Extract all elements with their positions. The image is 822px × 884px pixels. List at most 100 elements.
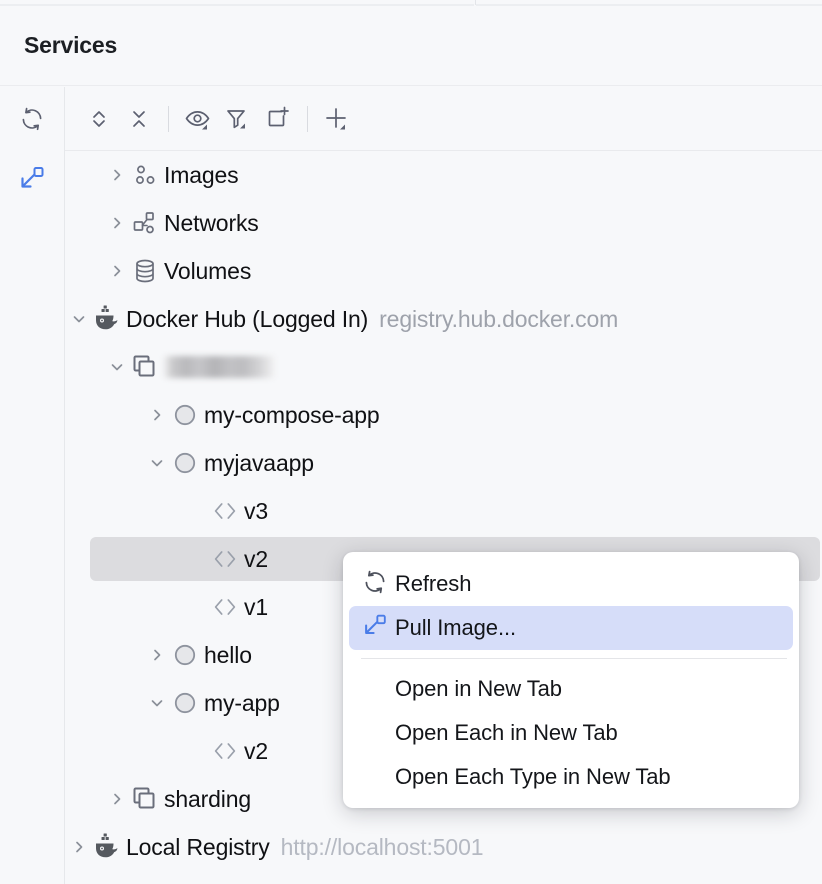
plus-icon [321,103,353,135]
tab-strip [0,0,822,6]
pull-image-gutter-button[interactable] [12,161,52,201]
tree-row-label: Networks [164,209,259,236]
collapse-all-icon [126,106,152,132]
tree-row-myjavaapp[interactable]: myjavaapp [66,439,822,487]
add-tab-button[interactable] [258,99,298,139]
tree-row-docker-hub[interactable]: Docker Hub (Logged In)registry.hub.docke… [66,295,822,343]
tree-row-content: myjavaapp [66,439,314,487]
tree-row-content: my-app [66,679,280,727]
chevron-down-icon[interactable] [104,343,130,391]
tree-row-hello[interactable]: hello [66,631,822,679]
tab-underline-right [476,4,822,6]
tree-row-myjavaapp-v3[interactable]: v3 [66,487,822,535]
chevron-right-icon[interactable] [144,391,170,439]
chevron-right-icon[interactable] [144,631,170,679]
chevron-down-icon[interactable] [66,295,92,343]
tree-row-networks[interactable]: Networks [66,199,822,247]
menu-item-open-each-in-new-tab[interactable]: Open Each in New Tab [349,711,793,755]
tree-row-label: Docker Hub (Logged In) [126,305,369,332]
tree-row-label: Local Registry [126,833,270,860]
tree-row-content: Networks [66,199,259,247]
tree-row-content: Images [66,151,239,199]
tree-row-volumes[interactable]: Volumes [66,247,822,295]
chevron-down-icon[interactable] [144,439,170,487]
chevron-right-icon[interactable] [66,823,92,871]
show-hide-button[interactable] [178,99,218,139]
show-hide-icon [183,104,213,134]
tab-underline-left [0,4,474,6]
tree-row-content: v1 [66,583,268,631]
tree-row-content: sharding [66,775,251,823]
left-gutter [0,151,65,884]
add-service-button[interactable] [317,99,357,139]
tree-row-my-app-v2[interactable]: v2 [66,727,822,775]
menu-icon-placeholder [355,711,395,755]
refresh-icon [18,105,46,133]
tree-row-content: Volumes [66,247,251,295]
tag-icon [210,535,240,583]
tree-arrow-placeholder [184,727,210,775]
tab-divider [475,0,476,5]
tree-row-my-compose-app[interactable]: my-compose-app [66,391,822,439]
pull-image-icon [361,612,389,645]
toolbar [0,87,822,151]
tree-row-sharding[interactable]: sharding [66,775,822,823]
tree-row-label: sharding [164,785,252,812]
tree-row-account[interactable] [66,343,822,391]
images-icon [130,151,160,199]
menu-item-open-in-new-tab[interactable]: Open in New Tab [349,667,793,711]
volumes-icon [130,247,160,295]
redacted-account-name [164,356,274,378]
chevron-right-icon[interactable] [104,199,130,247]
menu-item-label: Open Each in New Tab [395,720,618,745]
pull-image-icon [17,164,47,199]
tree-row-images[interactable]: Images [66,151,822,199]
tree-row-my-app[interactable]: my-app [66,679,822,727]
repository-icon [170,439,200,487]
tree-row-sublabel: http://localhost:5001 [280,833,484,860]
tree-row-content: Docker Hub (Logged In)registry.hub.docke… [66,295,618,343]
window-header: Services [0,6,822,86]
tree-row-content: my-compose-app [66,391,380,439]
toolbar-left-group [0,87,65,151]
menu-separator [361,658,787,659]
repository-icon [170,391,200,439]
toolbar-separator-1 [168,105,169,132]
tag-icon [210,583,240,631]
chevron-right-icon[interactable] [104,151,130,199]
chevron-right-icon[interactable] [104,775,130,823]
tree-row-content: v2 [66,535,268,583]
tree-row-myjavaapp-v1[interactable]: v1 [66,583,822,631]
tree-row-local-registry[interactable]: Local Registry http://localhost:5001 [66,823,822,871]
tree-row-label: my-compose-app [204,401,380,428]
tree-row-content: v3 [66,487,268,535]
tree-row-label: v2 [244,545,268,572]
tree-row-content: v2 [66,727,268,775]
menu-item-pull-image[interactable]: Pull Image... [349,606,793,650]
tree-row-label: Images [164,161,239,188]
repository-group-icon [130,343,160,391]
repository-icon [170,679,200,727]
refresh-icon [361,568,389,601]
menu-item-label: Open Each Type in New Tab [395,764,671,789]
tree-row-label: v2 [244,737,268,764]
tree-row-label: hello [204,641,252,668]
networks-icon [130,199,160,247]
tag-icon [210,727,240,775]
collapse-all-button[interactable] [119,99,159,139]
menu-item-open-each-type-in-new-tab[interactable]: Open Each Type in New Tab [349,755,793,799]
expand-all-button[interactable] [79,99,119,139]
expand-all-icon [86,106,112,132]
tree-row-label: my-app [204,689,280,716]
chevron-right-icon[interactable] [104,247,130,295]
add-tab-icon [263,104,293,134]
tree-row-content [66,343,274,391]
chevron-down-icon[interactable] [144,679,170,727]
filter-button[interactable] [218,99,258,139]
tree-arrow-placeholder [184,487,210,535]
menu-item-refresh[interactable]: Refresh [349,562,793,606]
menu-item-label: Open in New Tab [395,676,562,701]
refresh-button[interactable] [12,99,52,139]
